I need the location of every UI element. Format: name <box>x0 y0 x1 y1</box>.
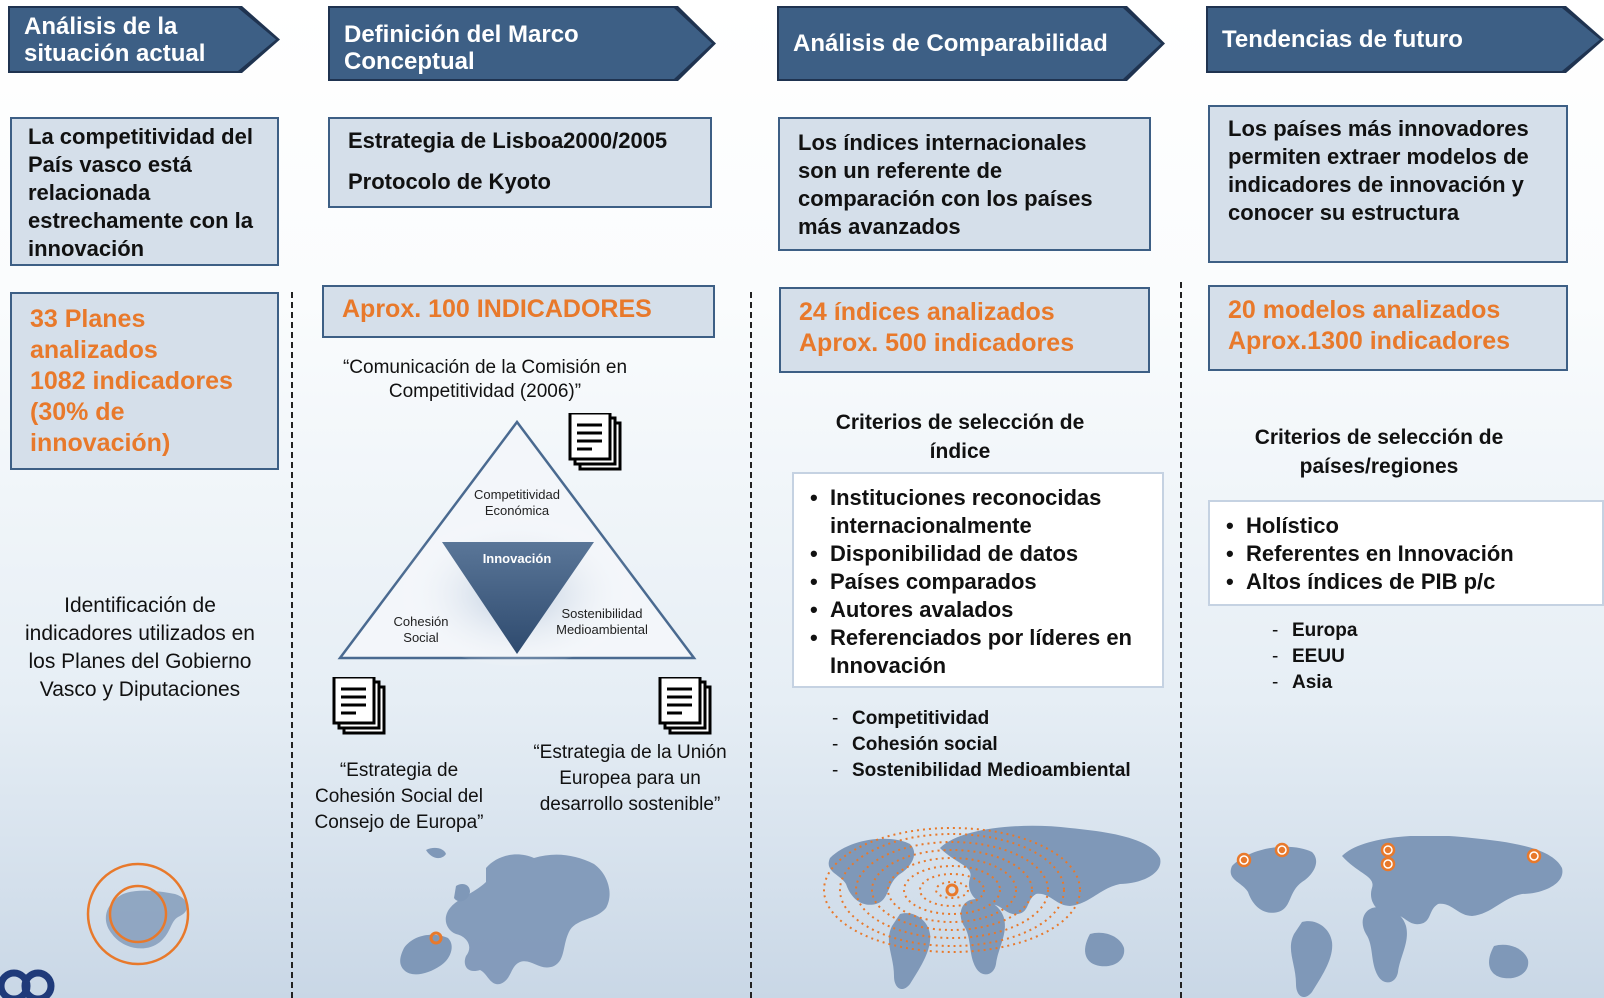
models-stats-box: 20 modelos analizados Aprox.1300 indicad… <box>1208 285 1568 371</box>
header-tendencias: Tendencias de futuro <box>1208 8 1600 71</box>
strategy-box: Estrategia de Lisboa2000/2005 Protocolo … <box>328 117 712 208</box>
header-marco-conceptual: Definición del Marco Conceptual <box>330 8 712 79</box>
quote-cohesion: “Estrategia de Cohesión Social del Conse… <box>314 760 484 833</box>
criteria-list-box: Instituciones reconocidas internacionalm… <box>792 472 1164 688</box>
indicators-stats-box: Aprox. 100 INDICADORES <box>322 285 715 338</box>
header-analisis-situacion: Análisis de la situación actual <box>10 8 276 71</box>
list-item: Holístico <box>1224 512 1588 540</box>
sub-list-indice: Competitividad Cohesión social Sostenibi… <box>828 706 1168 784</box>
list-item: Asia <box>1268 670 1468 696</box>
list-item: Competitividad <box>828 706 1168 732</box>
triangle-label-competitividad: Competitividad Económica <box>474 487 560 518</box>
column-divider <box>1180 282 1182 998</box>
indicators-count: Aprox. 100 INDICADORES <box>342 295 652 323</box>
indices-stats-box: 24 índices analizados Aprox. 500 indicad… <box>779 287 1150 373</box>
document-stack-icon <box>332 677 386 735</box>
comparability-text: Los índices internacionales son un refer… <box>798 130 1093 239</box>
list-item: Altos índices de PIB p/c <box>1224 568 1588 596</box>
list-item: Europa <box>1268 618 1468 644</box>
target-circle-icon <box>86 862 190 966</box>
header-label: Tendencias de futuro <box>1222 26 1463 53</box>
indices-indicators: Aprox. 500 indicadores <box>799 329 1075 357</box>
criteria-list: Instituciones reconocidas internacionalm… <box>808 484 1148 680</box>
plans-stats-box: 33 Planes analizados 1082 indicadores (3… <box>10 292 279 470</box>
indices-count: 24 índices analizados <box>799 298 1055 326</box>
header-label: Definición del Marco Conceptual <box>344 20 579 75</box>
europe-map-icon <box>400 847 610 985</box>
header-comparabilidad: Análisis de Comparabilidad <box>779 8 1161 79</box>
models-count: 20 modelos analizados <box>1228 296 1501 324</box>
column-divider <box>750 292 752 998</box>
logo-icon <box>0 969 55 998</box>
list-item: Instituciones reconocidas internacionalm… <box>808 484 1148 540</box>
list-item: Sostenibilidad Medioambiental <box>828 758 1168 784</box>
plans-count: 33 Planes analizados <box>30 305 158 364</box>
column-divider <box>291 292 293 998</box>
plans-indicators: 1082 indicadores (30% de innovación) <box>30 367 233 457</box>
models-indicators: Aprox.1300 indicadores <box>1228 327 1511 355</box>
strategy-kyoto: Protocolo de Kyoto <box>348 169 551 194</box>
situation-box: La competitividad del País vasco está re… <box>10 117 279 266</box>
header-label: Análisis de Comparabilidad <box>793 30 1108 57</box>
criteria-title-indice: Criterios de selección de índice <box>835 411 1085 463</box>
criteria-list: Holístico Referentes en Innovación Altos… <box>1224 512 1588 596</box>
list-item: Disponibilidad de datos <box>808 540 1148 568</box>
list-item: Referentes en Innovación <box>1224 540 1588 568</box>
triangle-label-innovacion: Innovación <box>482 551 552 566</box>
list-item: Referenciados por líderes en Innovación <box>808 624 1148 680</box>
criteria-title-paises: Criterios de selección de países/regione… <box>1254 426 1504 478</box>
competitiveness-triangle <box>337 419 697 666</box>
world-map-icon <box>1230 836 1563 998</box>
list-item: Cohesión social <box>828 732 1168 758</box>
list-item: Países comparados <box>808 568 1148 596</box>
situation-text: La competitividad del País vasco está re… <box>28 124 253 261</box>
triangle-label-cohesion: Cohesión Social <box>393 614 449 645</box>
identification-text: Identificación de indicadores utilizados… <box>25 594 255 701</box>
trends-box: Los países más innovadores permiten extr… <box>1208 105 1568 263</box>
list-item: Autores avalados <box>808 596 1148 624</box>
triangle-label-sostenibilidad: Sostenibilidad Medioambiental <box>556 606 648 637</box>
trends-text: Los países más innovadores permiten extr… <box>1228 116 1529 225</box>
world-map-icon <box>823 825 1161 990</box>
comparability-box: Los índices internacionales son un refer… <box>778 117 1151 251</box>
header-label: Análisis de la situación actual <box>24 12 206 67</box>
strategy-lisboa: Estrategia de Lisboa2000/2005 <box>348 128 668 153</box>
quote-union-europea: “Estrategia de la Unión Europea para un … <box>533 742 727 815</box>
sub-list-paises: Europa EEUU Asia <box>1268 618 1468 696</box>
quote-comision: “Comunicación de la Comisión en Competit… <box>342 357 628 402</box>
document-stack-icon <box>568 413 622 471</box>
list-item: EEUU <box>1268 644 1468 670</box>
criteria-list-box-paises: Holístico Referentes en Innovación Altos… <box>1208 500 1604 606</box>
document-stack-icon <box>658 677 712 735</box>
